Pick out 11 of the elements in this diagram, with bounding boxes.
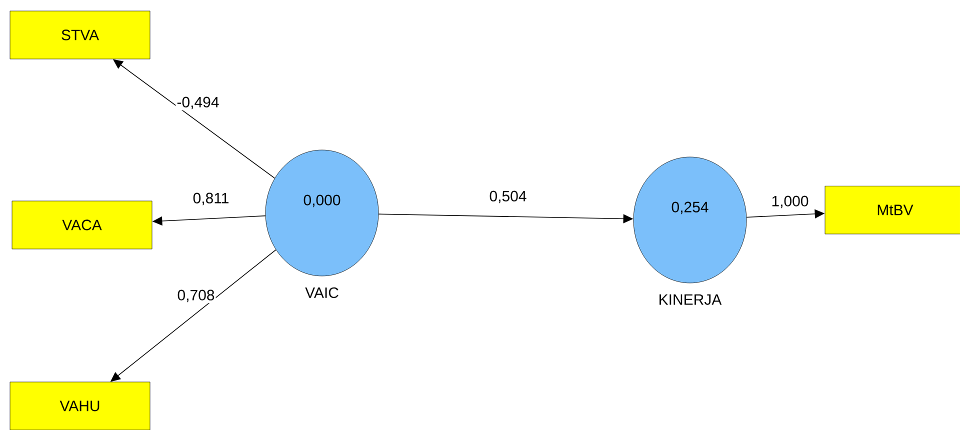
construct-name: KINERJA bbox=[660, 294, 722, 305]
path-coefficient: -0,494 bbox=[176, 96, 220, 110]
path-coefficient: 0,708 bbox=[176, 288, 216, 304]
path-coefficient: 0,504 bbox=[488, 190, 528, 204]
path-coefficient: 0,811 bbox=[192, 192, 230, 206]
variable-box: MtBV bbox=[824, 186, 960, 234]
variable-box: VACA bbox=[12, 200, 152, 250]
variable-box: STVA bbox=[10, 10, 150, 60]
construct-name: VAIC bbox=[305, 287, 338, 298]
variable-box: VAHU bbox=[10, 382, 150, 430]
path-coefficient: 1,000 bbox=[770, 194, 810, 210]
